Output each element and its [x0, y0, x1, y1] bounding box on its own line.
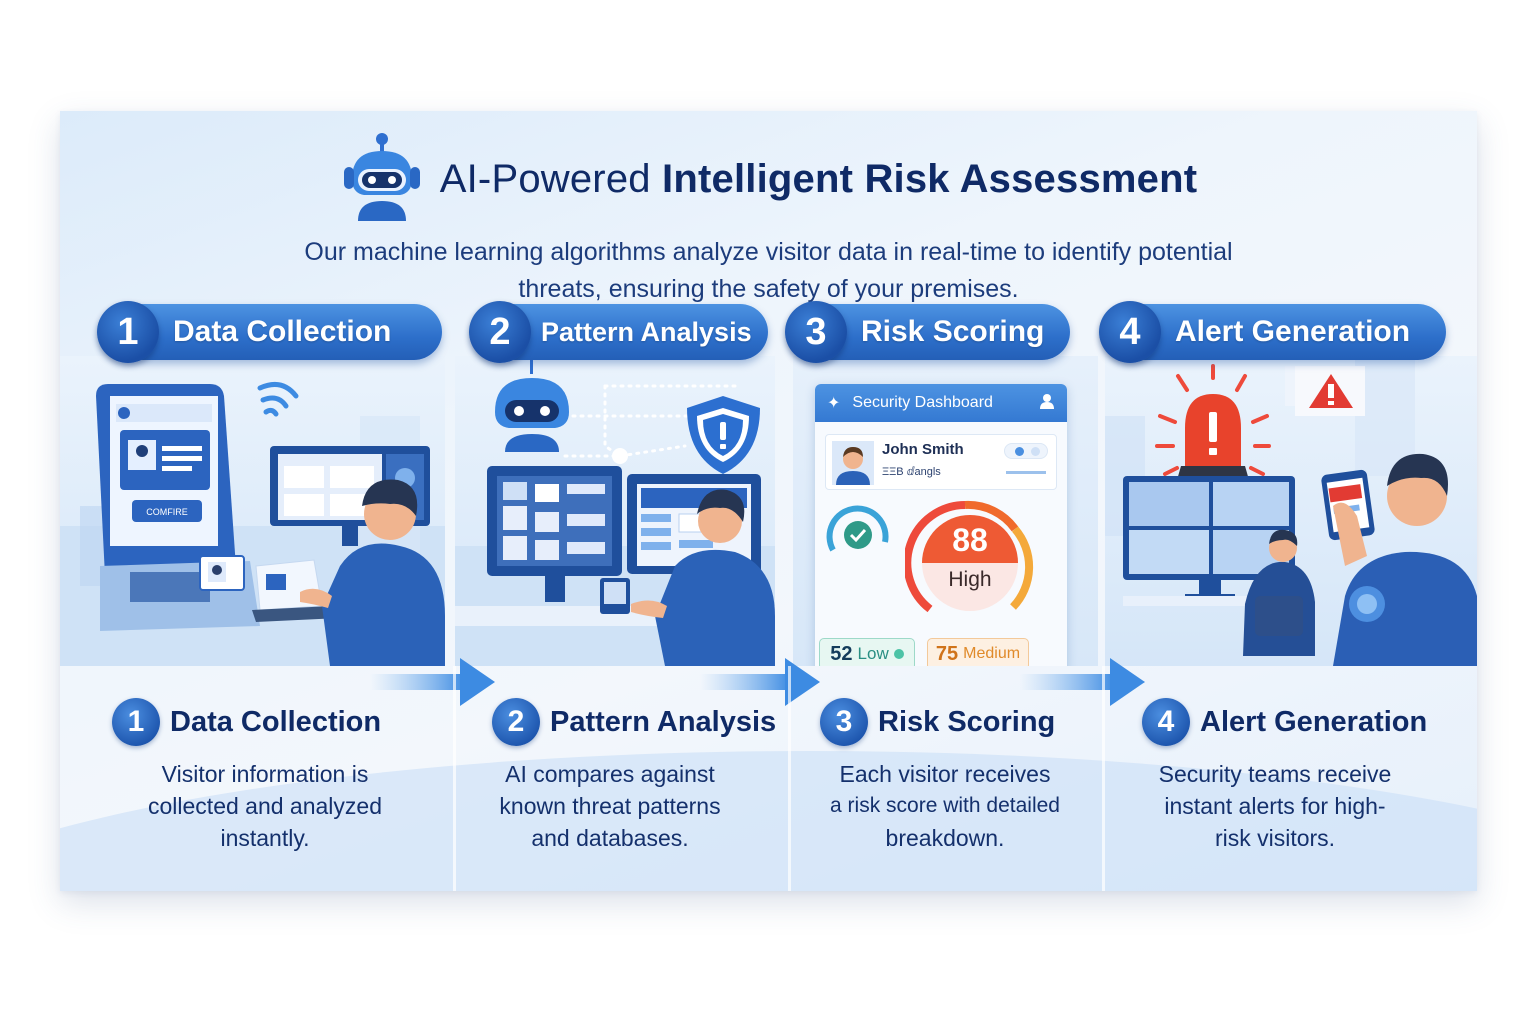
- robot-icon: [495, 356, 569, 452]
- check-gauge-icon: [826, 505, 889, 552]
- desc-line: instantly.: [220, 825, 310, 851]
- panel-pattern-analysis: [455, 356, 775, 666]
- kiosk-icon: COMFIRE: [96, 384, 260, 631]
- dashboard-title: Security Dashboard: [852, 394, 993, 411]
- panel-alert-generation: [1105, 356, 1477, 666]
- step-pill-label: Alert Generation: [1175, 315, 1411, 348]
- chip-low[interactable]: 52 Low: [819, 638, 915, 666]
- column-divider: [1102, 666, 1105, 891]
- header: AI-Powered Intelligent Risk Assessment O…: [60, 131, 1477, 308]
- risk-score-value: 88: [952, 522, 988, 558]
- desc-line: known threat patterns: [499, 793, 721, 819]
- step-pill-number: 4: [1099, 301, 1161, 363]
- desc-line: AI compares against: [505, 761, 715, 787]
- step-number-badge: 1: [112, 698, 160, 746]
- step-pill-1[interactable]: 1 Data Collection: [97, 301, 442, 363]
- visitor-name: John Smith: [882, 441, 964, 458]
- step-pill-2[interactable]: 2 Pattern Analysis: [469, 301, 768, 363]
- step-number-badge: 2: [492, 698, 540, 746]
- infographic-card: AI-Powered Intelligent Risk Assessment O…: [60, 111, 1477, 891]
- desc-line: instant alerts for high-: [1164, 793, 1386, 819]
- step-title-text: Alert Generation: [1200, 705, 1428, 738]
- risk-score-gauge: [905, 500, 1034, 613]
- arrow-right-icon: [1020, 658, 1145, 706]
- desc-line: and databases.: [531, 825, 689, 851]
- step-title-1: 1 Data Collection: [112, 698, 381, 746]
- step-pill-3[interactable]: 3 Risk Scoring: [785, 301, 1070, 363]
- step-title-text: Data Collection: [170, 705, 382, 738]
- column-divider: [453, 666, 456, 891]
- step-pill-number: 1: [97, 301, 159, 363]
- panel-risk-scoring: ✦ Security Dashboard John Smith ΞΞΒ ⅆang…: [793, 356, 1098, 666]
- step-description-2: AI compares against known threat pattern…: [460, 758, 760, 854]
- step-description-4: Security teams receive instant alerts fo…: [1120, 758, 1430, 854]
- column-divider: [788, 666, 791, 891]
- desc-line: a risk score with detailed: [830, 794, 1060, 817]
- step-number-badge: 4: [1142, 698, 1190, 746]
- user-icon[interactable]: [1039, 393, 1055, 414]
- dashboard-header: ✦ Security Dashboard: [815, 384, 1067, 422]
- id-card-icon: [199, 555, 245, 591]
- chip-low-value: 52: [830, 642, 853, 665]
- subtitle: Our machine learning algorithms analyze …: [60, 234, 1477, 308]
- arrow-right-icon: [370, 658, 495, 706]
- slider-bar[interactable]: [1006, 471, 1046, 474]
- step-title-2: 2 Pattern Analysis: [492, 698, 776, 746]
- title-light: AI-Powered: [439, 157, 651, 201]
- desc-line: risk visitors.: [1214, 825, 1336, 851]
- step-description-3: Each visitor receives a risk score with …: [795, 758, 1095, 854]
- chip-medium-label: Medium: [963, 645, 1021, 662]
- desc-line: Visitor information is: [161, 761, 369, 787]
- visitor-sub: ΞΞΒ ⅆangls: [882, 466, 941, 478]
- warning-triangle-icon: [1295, 366, 1365, 416]
- dot-icon: [893, 649, 904, 659]
- visitor-avatar: [832, 441, 874, 485]
- guard-icon: [1333, 453, 1477, 666]
- step-pill-number: 2: [469, 301, 531, 363]
- chip-medium[interactable]: 75 Medium: [927, 638, 1029, 666]
- step-pill-label: Data Collection: [173, 315, 392, 348]
- step-title-3: 3 Risk Scoring: [820, 698, 1055, 746]
- mobile-alert-icon: [1321, 469, 1375, 541]
- arrow-right-icon: [700, 658, 820, 706]
- chip-low-label: Low: [857, 644, 889, 663]
- step-title-text: Risk Scoring: [878, 705, 1056, 738]
- step-description-1: Visitor information is collected and ana…: [100, 758, 430, 854]
- desc-line: Security teams receive: [1158, 761, 1392, 787]
- step-pill-label: Pattern Analysis: [541, 316, 752, 347]
- sparkle-icon: ✦: [827, 395, 841, 412]
- page-title: AI-Powered Intelligent Risk Assessment: [440, 157, 1198, 202]
- desc-line: collected and analyzed: [148, 793, 382, 819]
- subtitle-line-1: Our machine learning algorithms analyze …: [304, 238, 1233, 266]
- desc-line: breakdown.: [885, 825, 1005, 851]
- desc-line: Each visitor receives: [839, 761, 1051, 787]
- panel-data-collection: COMFIRE: [60, 356, 445, 666]
- operator-icon: [631, 489, 775, 666]
- chip-medium-value: 75: [935, 642, 959, 665]
- step-number-badge: 3: [820, 698, 868, 746]
- alarm-siren-icon: [1155, 364, 1271, 480]
- toggle-switch[interactable]: [1004, 443, 1048, 459]
- shield-alert-icon: [687, 396, 760, 474]
- svg-text:COMFIRE: COMFIRE: [146, 507, 188, 517]
- step-pill-number: 3: [785, 301, 847, 363]
- step-pill-label: Risk Scoring: [861, 315, 1045, 348]
- robot-icon: [340, 131, 424, 228]
- step-title-text: Pattern Analysis: [550, 705, 777, 738]
- operator-icon: [300, 479, 445, 666]
- subtitle-line-2: threats, ensuring the safety of your pre…: [518, 275, 1019, 303]
- step-title-4: 4 Alert Generation: [1142, 698, 1427, 746]
- wifi-icon: [257, 381, 299, 417]
- visitor-card[interactable]: John Smith ΞΞΒ ⅆangls: [825, 434, 1057, 490]
- step-pill-4[interactable]: 4 Alert Generation: [1099, 301, 1446, 363]
- security-dashboard: ✦ Security Dashboard John Smith ΞΞΒ ⅆang…: [815, 384, 1067, 666]
- risk-score-label: High: [948, 568, 992, 591]
- title-bold: Intelligent Risk Assessment: [662, 157, 1198, 201]
